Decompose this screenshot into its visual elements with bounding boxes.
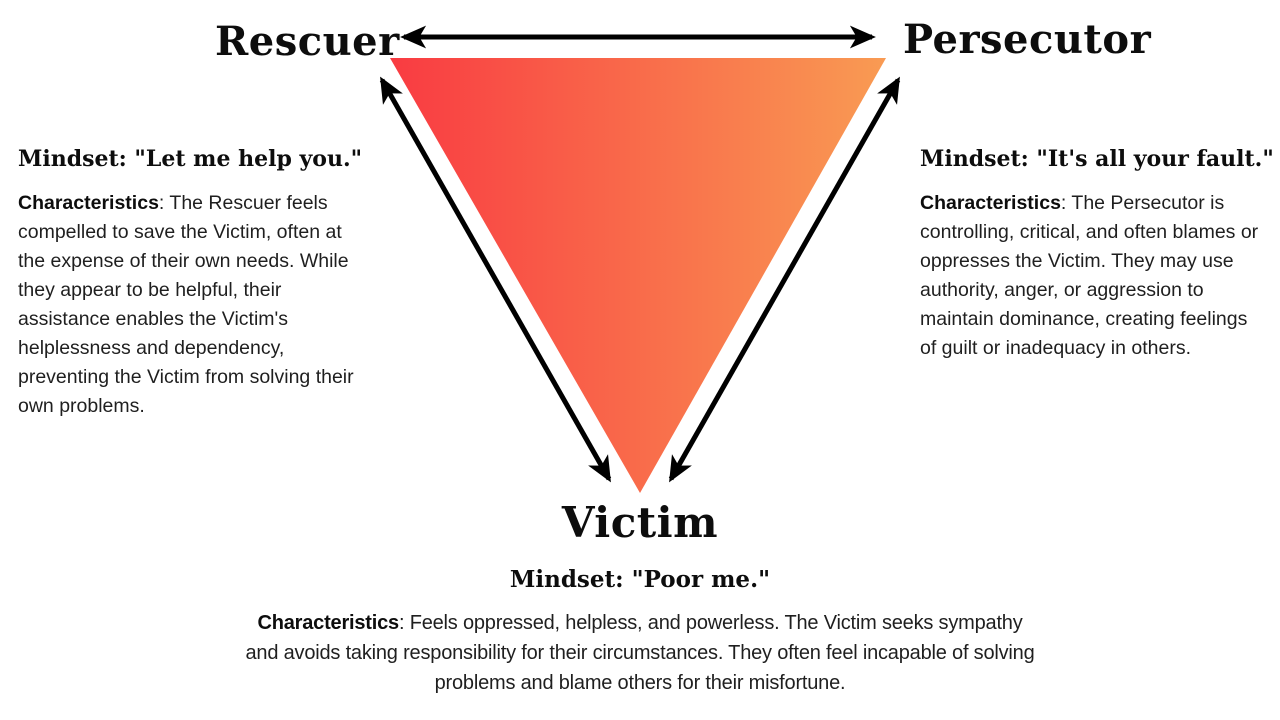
rescuer-panel: Mindset: "Let me help you." Characterist… — [18, 146, 370, 421]
victim-mindset: Mindset: "Poor me." — [509, 566, 771, 593]
persecutor-victim-arrow — [668, 76, 901, 483]
persecutor-panel: Mindset: "It's all your fault." Characte… — [920, 146, 1274, 363]
victim-characteristics-text: : Feels oppressed, helpless, and powerle… — [245, 612, 1035, 694]
victim-label: Victim — [561, 498, 719, 547]
rescuer-victim-arrow — [379, 76, 612, 483]
triangle-shape — [390, 58, 886, 493]
persecutor-characteristics: Characteristics: The Persecutor is contr… — [920, 189, 1268, 363]
persecutor-label: Persecutor — [903, 16, 1152, 63]
victim-characteristics: Characteristics: Feels oppressed, helple… — [240, 608, 1040, 698]
rescuer-label: Rescuer — [215, 18, 400, 65]
rescuer-characteristics: Characteristics: The Rescuer feels compe… — [18, 189, 370, 421]
persecutor-mindset: Mindset: "It's all your fault." — [920, 146, 1274, 172]
victim-characteristics-label: Characteristics — [257, 612, 399, 634]
persecutor-characteristics-text: : The Persecutor is controlling, critica… — [920, 192, 1259, 359]
rescuer-mindset: Mindset: "Let me help you." — [18, 146, 363, 172]
persecutor-characteristics-label: Characteristics — [920, 192, 1061, 214]
rescuer-characteristics-label: Characteristics — [18, 192, 159, 214]
rescuer-characteristics-text: : The Rescuer feels compelled to save th… — [18, 192, 354, 417]
